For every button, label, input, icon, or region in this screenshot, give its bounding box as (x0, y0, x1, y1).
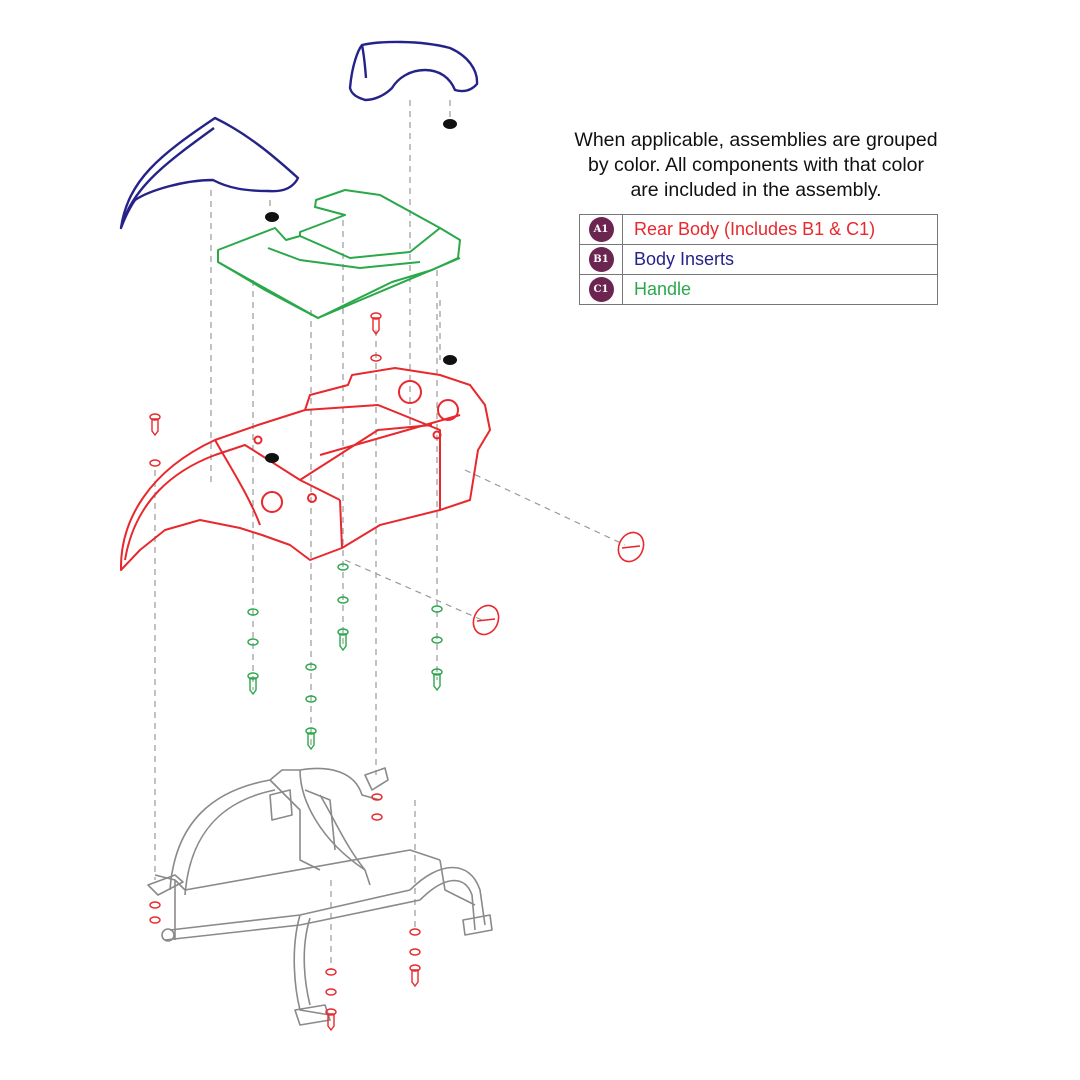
washer-icon (431, 605, 443, 613)
note-line: by color. All components with that color (587, 154, 924, 176)
screw-icon (325, 1008, 337, 1032)
legend-row-c1: C1 Handle (579, 274, 938, 305)
washer-icon (247, 608, 259, 616)
assembly-legend: A1 Rear Body (Includes B1 & C1) B1 Body … (579, 214, 938, 305)
plugs (265, 119, 457, 463)
note-line: are included in the assembly. (630, 179, 882, 201)
cap-icon (617, 531, 645, 563)
caps (472, 531, 645, 636)
handle (217, 189, 461, 319)
leader-lines (154, 100, 626, 970)
washer-icon (371, 813, 383, 821)
screw-icon (370, 312, 382, 336)
frame (147, 767, 493, 1026)
screw-icon (247, 672, 259, 696)
washer-icon (370, 354, 382, 362)
washer-icon (409, 948, 421, 956)
washer-icon (431, 636, 443, 644)
legend-row-b1: B1 Body Inserts (579, 244, 938, 275)
badge-a1: A1 (588, 217, 614, 242)
note-line: When applicable, assemblies are grouped (574, 129, 938, 151)
green-hardware (247, 563, 443, 751)
plug-icon (265, 453, 279, 463)
screw-icon (409, 964, 421, 988)
washer-icon (371, 793, 383, 801)
screw-icon (305, 727, 317, 751)
washer-icon (337, 596, 349, 604)
washer-icon (409, 928, 421, 936)
legend-label-body-inserts: Body Inserts (622, 244, 938, 275)
plug-icon (265, 212, 279, 222)
badge-b1: B1 (588, 247, 614, 272)
legend-label-rear-body: Rear Body (Includes B1 & C1) (622, 214, 938, 245)
badge-c1: C1 (588, 277, 614, 302)
body-insert-right (348, 40, 479, 102)
washer-icon (149, 901, 161, 909)
washer-icon (325, 988, 337, 996)
screw-icon (337, 628, 349, 652)
washer-icon (325, 968, 337, 976)
body-insert-left (119, 116, 300, 230)
washer-icon (149, 459, 161, 467)
screw-icon (431, 668, 443, 692)
legend-row-a1: A1 Rear Body (Includes B1 & C1) (579, 214, 938, 245)
plug-icon (443, 119, 457, 129)
plug-icon (443, 355, 457, 365)
rear-body (119, 367, 491, 571)
cap-icon (472, 604, 500, 636)
assembly-note: When applicable, assemblies are grouped … (548, 128, 964, 203)
legend-label-handle: Handle (622, 274, 938, 305)
washer-icon (247, 638, 259, 646)
washer-icon (337, 563, 349, 571)
washer-icon (305, 663, 317, 671)
washer-icon (149, 916, 161, 924)
screw-icon (149, 413, 161, 437)
washer-icon (305, 695, 317, 703)
red-hardware (149, 312, 421, 1032)
